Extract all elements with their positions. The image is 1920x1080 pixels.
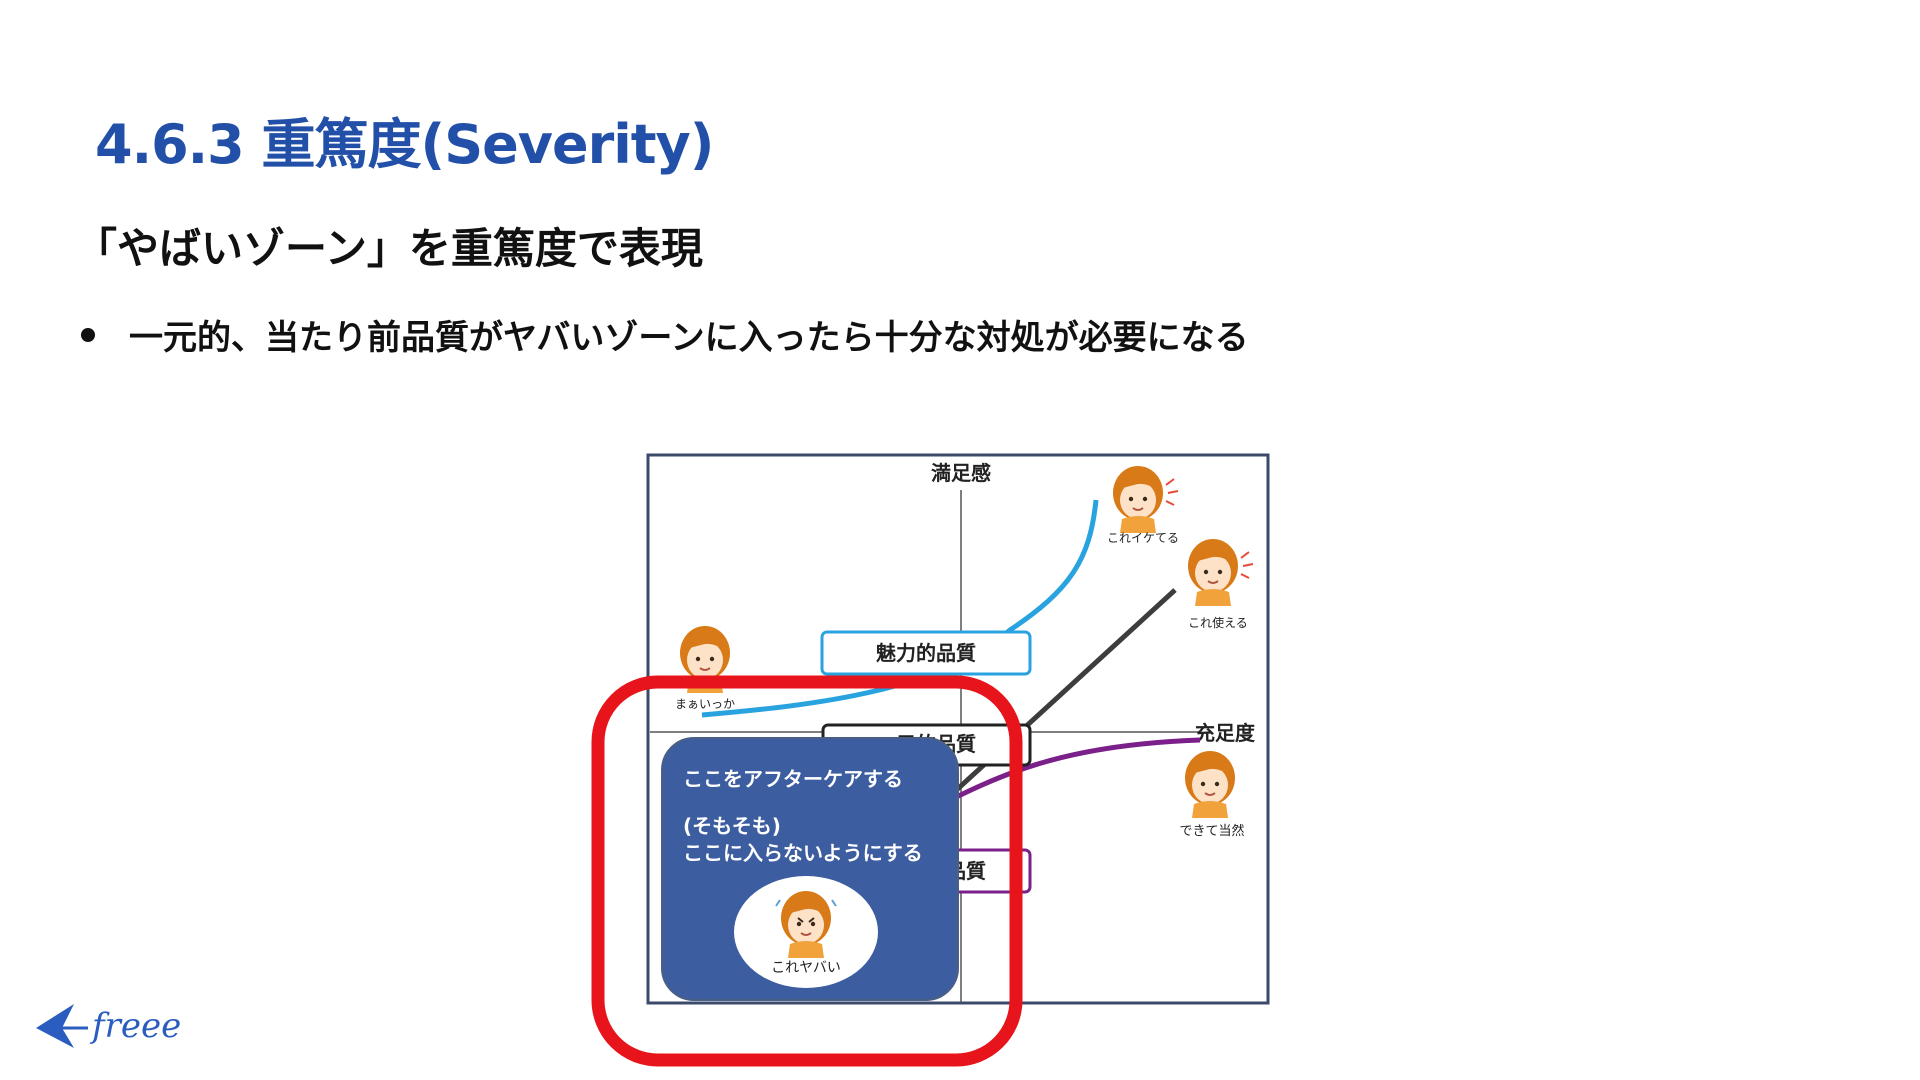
danger-zone-highlight	[591, 675, 1023, 1067]
callout-line-2: (そもそも)	[683, 814, 781, 838]
attractive-quality-label-box	[820, 630, 1032, 676]
person-kore-iketeru-label: これイケてる	[1107, 531, 1179, 545]
bullet-dot-icon	[81, 327, 95, 342]
bullet-text: 一元的、当たり前品質がヤバいゾーンに入ったら十分な対処が必要になる	[129, 318, 1249, 358]
person-kore-iketeru	[1112, 465, 1179, 534]
slide-title: 4.6.3 重篤度(Severity)	[95, 113, 714, 176]
person-kore-yabai-label: これヤバい	[771, 960, 841, 976]
person-kore-tsukaeru-label: これ使える	[1188, 615, 1248, 630]
freee-logo: freee	[36, 1004, 181, 1048]
person-dekite-touzen-label: できて当然	[1179, 823, 1244, 839]
y-axis-label: 満足感	[931, 461, 991, 485]
attractive-quality-label: 魅力的品質	[876, 641, 976, 665]
bullet-list: 一元的、当たり前品質がヤバいゾーンに入ったら十分な対処が必要になる	[75, 310, 1249, 359]
person-kore-yabai	[775, 890, 837, 959]
freee-bird-icon	[36, 1004, 74, 1048]
callout-line-3: ここに入らないようにする	[683, 841, 923, 865]
person-kore-tsukaeru	[1187, 538, 1254, 607]
x-axis-label: 充足度	[1195, 721, 1256, 745]
person-maa-ikka-label: まぁいっか	[675, 697, 735, 711]
slide-subtitle: 「やばいゾーン」を重篤度で表現	[75, 224, 703, 273]
bullet-item: 一元的、当たり前品質がヤバいゾーンに入ったら十分な対処が必要になる	[75, 310, 1249, 359]
callout-line-1: ここをアフターケアする	[683, 767, 903, 791]
freee-logo-text: freee	[89, 1006, 181, 1046]
